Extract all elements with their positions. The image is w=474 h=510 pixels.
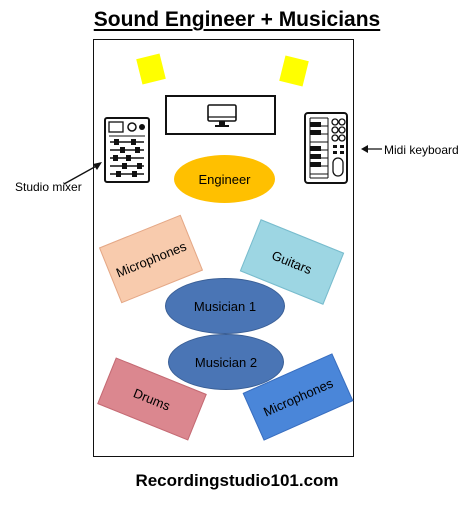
musician-1-label: Musician 1 bbox=[193, 298, 257, 314]
title-text: Sound Engineer + Musicians bbox=[93, 8, 381, 31]
microphones-top-label: Microphones bbox=[113, 238, 189, 280]
midi-keyboard-icon bbox=[304, 112, 348, 184]
engineer-label: Engineer bbox=[198, 171, 251, 187]
studio-room-outline bbox=[93, 39, 354, 457]
midi-keyboard-label: Midi keyboard bbox=[384, 143, 459, 157]
studio-mixer-arrow bbox=[63, 162, 102, 185]
musician-1-position: Musician 1 bbox=[165, 278, 285, 334]
midi-keyboard-arrow bbox=[361, 145, 382, 153]
drums-label: Drums bbox=[131, 384, 173, 414]
musician-2-position: Musician 2 bbox=[168, 334, 284, 390]
desktop-monitor-icon bbox=[207, 104, 237, 127]
musician-2-label: Musician 2 bbox=[194, 354, 258, 370]
microphones-bottom-label: Microphones bbox=[260, 375, 336, 419]
guitars-label: Guitars bbox=[269, 247, 315, 277]
engineer-position: Engineer bbox=[174, 155, 275, 203]
diagram-title: Sound Engineer + Musicians bbox=[0, 8, 474, 32]
studio-mixer-label: Studio mixer bbox=[15, 180, 82, 194]
studio-mixer-icon bbox=[104, 117, 150, 183]
engineer-desk bbox=[165, 95, 276, 135]
website-footer: Recordingstudio101.com bbox=[135, 471, 339, 490]
